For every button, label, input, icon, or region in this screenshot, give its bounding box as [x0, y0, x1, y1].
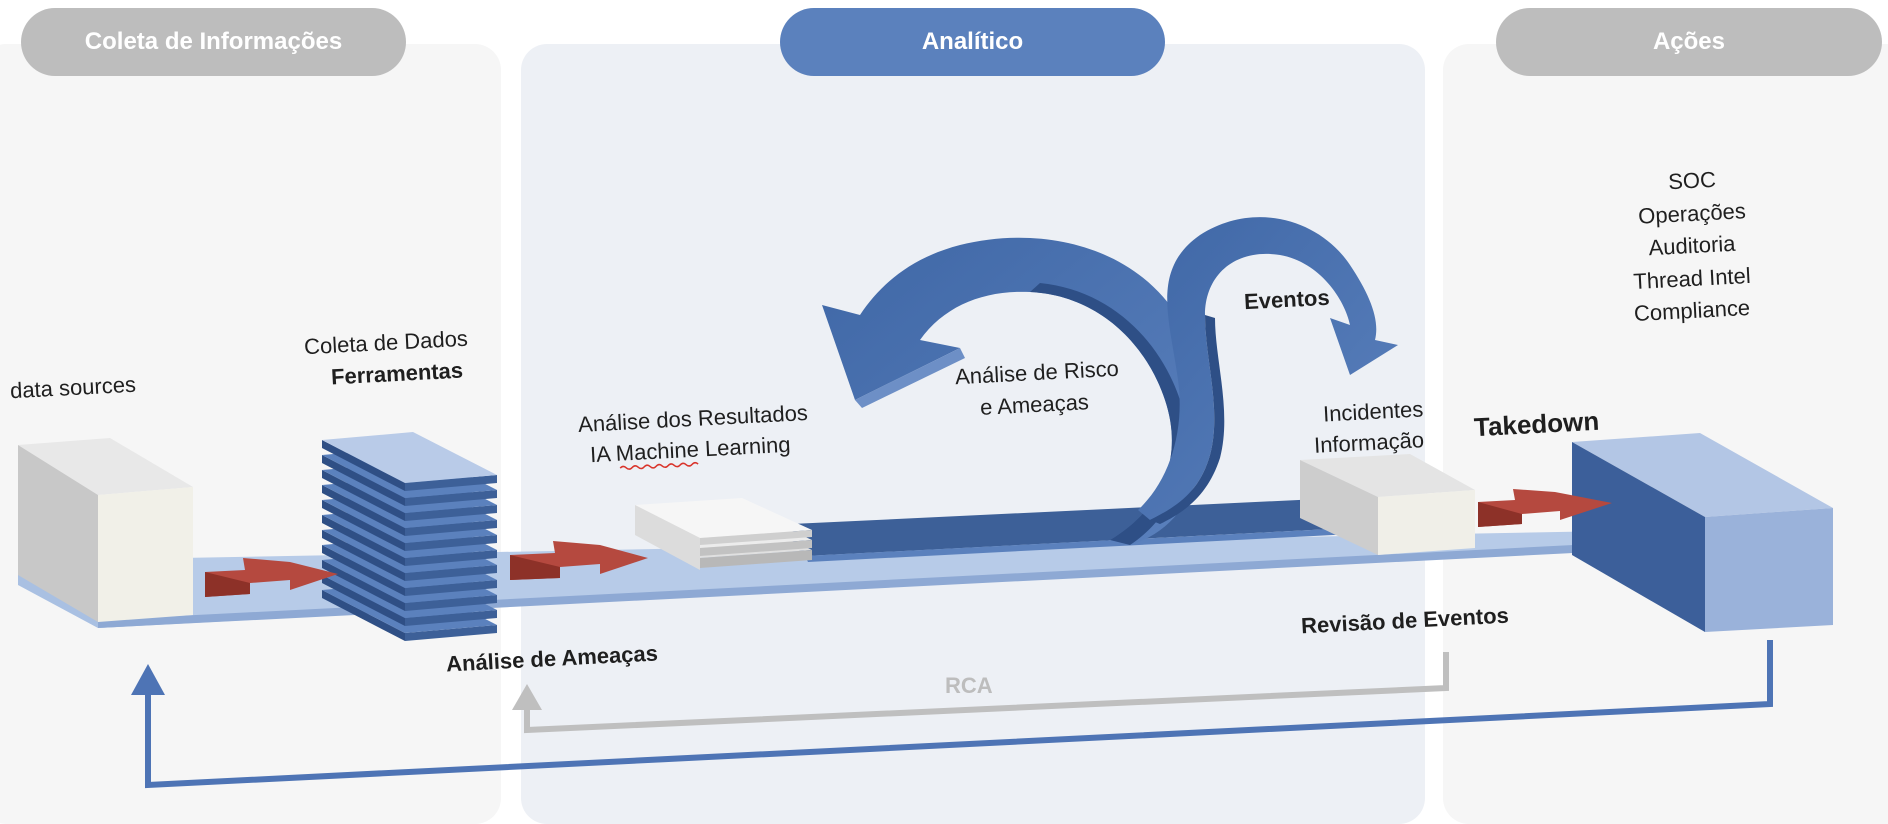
ameacas-label: e Ameaças	[979, 389, 1090, 420]
header-analitico: Analítico	[780, 8, 1165, 76]
data-sources-box	[18, 438, 193, 622]
data-sources-label: data sources	[9, 371, 137, 404]
incidentes-box	[1300, 454, 1475, 555]
flow-arrow-2	[510, 541, 648, 580]
eventos-label: Eventos	[1243, 284, 1331, 315]
feedback-blue-arrow	[145, 640, 1773, 789]
risk-analysis-loop-arrow	[822, 237, 1207, 545]
acoes-panel	[1443, 44, 1888, 824]
takedown-label: Takedown	[1473, 405, 1600, 443]
results-paper-stack	[635, 498, 812, 570]
analysis-sheet	[770, 498, 1370, 556]
rca-arrowhead	[512, 684, 542, 710]
acoes-list-item: Thread Intel	[1632, 262, 1752, 294]
rca-feedback-arrow	[524, 652, 1449, 734]
acoes-list-item: Compliance	[1633, 294, 1751, 327]
coleta-panel	[0, 44, 501, 824]
process-diagram	[18, 217, 1833, 789]
eventos-loop-arrow	[1138, 217, 1398, 524]
informacao-label: Informação	[1313, 427, 1425, 458]
header-acoes: Ações	[1496, 8, 1882, 76]
spellcheck-underline	[619, 461, 699, 470]
header-coleta: Coleta de Informações	[21, 8, 406, 76]
rca-label: RCA	[945, 673, 993, 698]
takedown-box	[1572, 433, 1833, 632]
flow-arrow-1	[205, 558, 338, 597]
flow-arrow-3	[1478, 489, 1612, 527]
tools-stack	[322, 432, 497, 641]
feedback-blue-arrowhead	[131, 664, 165, 695]
acoes-list-item: Operações	[1637, 197, 1747, 229]
acoes-list-item: SOC	[1667, 166, 1717, 195]
acoes-list-item: Auditoria	[1647, 230, 1737, 261]
